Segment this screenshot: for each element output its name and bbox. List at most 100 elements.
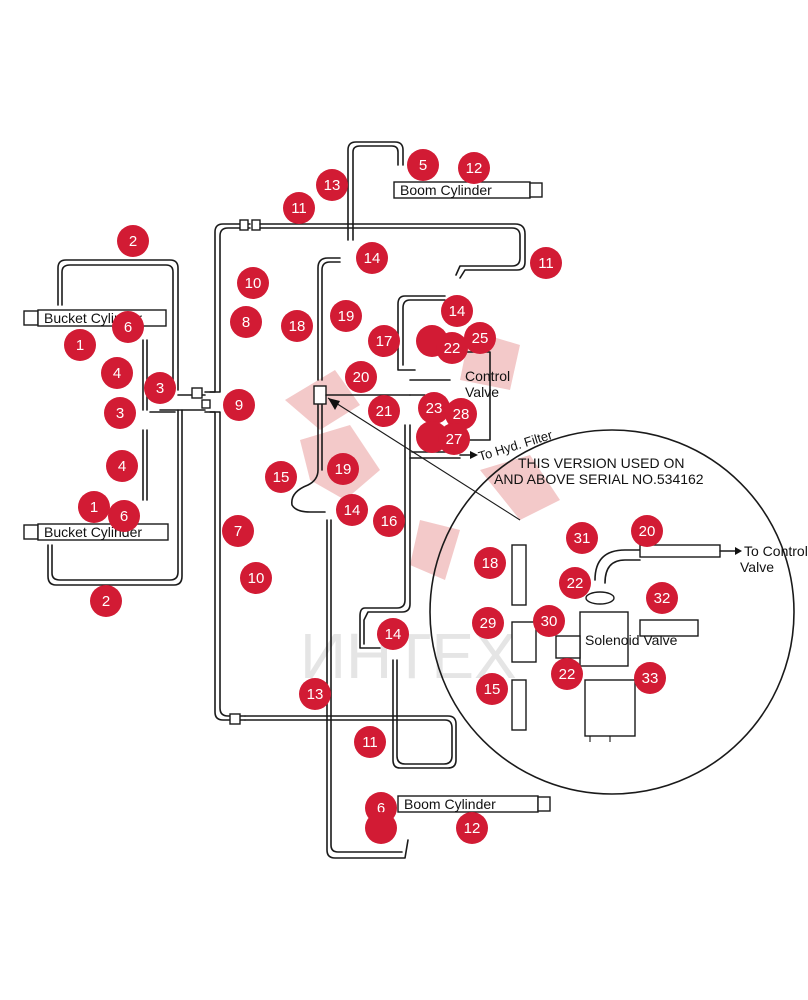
callout-marker	[476, 673, 508, 705]
callout-number: 2	[102, 593, 110, 610]
callout-marker	[368, 325, 400, 357]
callout-number: 20	[353, 369, 370, 386]
callout-marker	[472, 607, 504, 639]
callout-marker	[230, 306, 262, 338]
callout-marker	[64, 329, 96, 361]
callout-number: 29	[480, 615, 497, 632]
bucket-cylinder-bottom: Bucket Cylinder	[23, 523, 169, 541]
callout-number: 30	[541, 613, 558, 630]
callout-number: 2	[129, 233, 137, 250]
callout-marker	[445, 398, 477, 430]
callout-marker	[345, 361, 377, 393]
callout-marker	[373, 505, 405, 537]
callout-number: 20	[639, 523, 656, 540]
callout-marker	[90, 585, 122, 617]
boom-cylinder-bottom: Boom Cylinder	[397, 795, 551, 813]
callout-number: 3	[156, 380, 164, 397]
callout-number: 1	[76, 337, 84, 354]
callout-marker	[240, 562, 272, 594]
callout-number: 23	[426, 400, 443, 417]
boom-cylinder-top-label: Boom Cylinder	[400, 182, 492, 198]
callout-marker	[418, 392, 450, 424]
callout-number: 14	[364, 250, 381, 267]
callout-number: 15	[273, 469, 290, 486]
callout-number: 10	[245, 275, 262, 292]
callout-number: 4	[118, 458, 126, 475]
callout-marker	[104, 397, 136, 429]
callout-number: 11	[291, 200, 307, 217]
callout-marker	[533, 605, 565, 637]
boom-cylinder-top: Boom Cylinder	[393, 181, 543, 199]
callout-number: 18	[482, 555, 499, 572]
callout-marker	[365, 812, 397, 844]
version-line-2: AND ABOVE SERIAL NO.534162	[494, 471, 704, 487]
callout-marker	[112, 311, 144, 343]
callout-number: 14	[449, 303, 466, 320]
callout-marker	[377, 618, 409, 650]
bucket-hoses	[47, 259, 211, 586]
callout-number: 17	[376, 333, 393, 350]
detail-leader-arrow	[328, 398, 340, 410]
callout-number: 22	[444, 340, 461, 357]
callout-number: 14	[385, 626, 402, 643]
callout-number: 11	[538, 255, 554, 272]
callout-marker	[368, 395, 400, 427]
center-lines	[291, 257, 411, 859]
callout-number: 25	[472, 330, 489, 347]
callout-number: 6	[120, 508, 128, 525]
top-tube	[259, 223, 526, 279]
callout-marker	[354, 726, 386, 758]
callout-marker	[631, 515, 663, 547]
callout-marker	[265, 461, 297, 493]
callout-number: 12	[466, 160, 483, 177]
callout-number: 31	[574, 530, 591, 547]
callout-number: 10	[248, 570, 265, 587]
callout-marker	[108, 500, 140, 532]
callout-marker	[330, 300, 362, 332]
callout-number: 12	[464, 820, 481, 837]
callout-marker	[634, 662, 666, 694]
callout-number: 13	[307, 686, 324, 703]
callout-number: 14	[344, 502, 361, 519]
callout-number: 3	[116, 405, 124, 422]
callout-number: 22	[567, 575, 584, 592]
callout-marker	[407, 149, 439, 181]
callout-marker	[281, 310, 313, 342]
version-line-1: THIS VERSION USED ON	[518, 455, 684, 471]
control-valve-label-2: Valve	[465, 384, 499, 400]
callout-marker	[559, 567, 591, 599]
callout-marker	[144, 372, 176, 404]
callout-number: 16	[381, 513, 398, 530]
callout-marker	[646, 582, 678, 614]
callout-marker	[436, 332, 468, 364]
callout-number: 9	[235, 397, 243, 414]
callout-number: 19	[338, 308, 355, 325]
callout-marker	[316, 169, 348, 201]
callout-marker	[78, 491, 110, 523]
callout-number: 22	[559, 666, 576, 683]
to-control-valve-1: To Control	[744, 543, 808, 559]
callout-marker	[356, 242, 388, 274]
detail-leader	[327, 397, 521, 521]
callout-number: 13	[324, 177, 341, 194]
callout-marker	[566, 522, 598, 554]
callout-number: 18	[289, 318, 306, 335]
callout-number: 8	[242, 314, 250, 331]
to-control-valve-2: Valve	[740, 559, 774, 575]
callout-number: 4	[113, 365, 121, 382]
callout-marker	[222, 515, 254, 547]
bucket-cylinder-top: Bucket Cylinder	[23, 309, 167, 327]
callout-marker	[106, 450, 138, 482]
lower-right-tubes	[244, 659, 457, 769]
callout-marker	[464, 322, 496, 354]
callout-marker	[223, 389, 255, 421]
callout-marker	[551, 658, 583, 690]
callout-number: 1	[90, 499, 98, 516]
callout-marker	[327, 453, 359, 485]
callout-number: 5	[419, 157, 427, 174]
callout-number: 19	[335, 461, 352, 478]
hose-13-top-b	[352, 145, 399, 241]
callout-number: 21	[376, 403, 393, 420]
boom-cylinder-bottom-label: Boom Cylinder	[404, 796, 496, 812]
